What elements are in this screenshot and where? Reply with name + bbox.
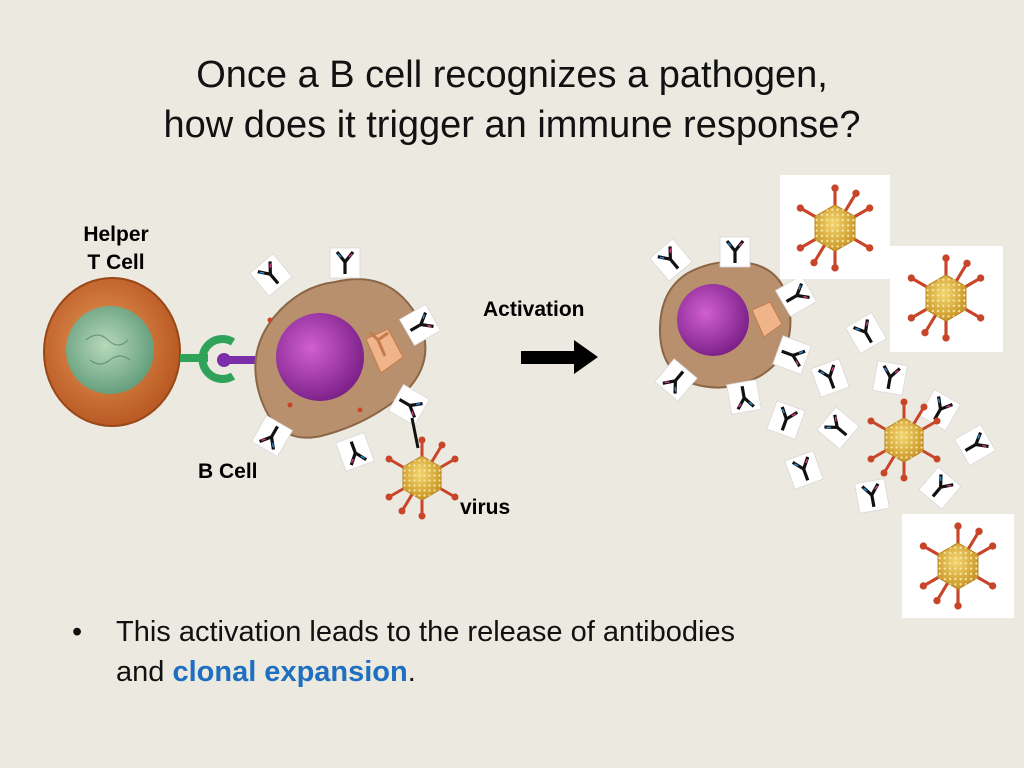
antibody-virus-link (410, 417, 420, 449)
b-cell (254, 278, 427, 439)
page-title: Once a B cell recognizes a pathogen, how… (0, 50, 1024, 150)
activation-arrow (521, 340, 598, 374)
helper-t-cell-label: Helper T Cell (66, 221, 166, 277)
virus-top-2 (890, 246, 1003, 352)
virus-particle (384, 435, 460, 521)
clonal-expansion-highlight: clonal expansion (172, 656, 408, 688)
activated-b-cell (658, 260, 792, 389)
bound-antibody (368, 330, 389, 357)
tcr-receptor (180, 335, 236, 383)
title-line-1: Once a B cell recognizes a pathogen, (196, 54, 828, 96)
antigen-presentation-stub (217, 353, 256, 367)
bullet-line-2: and clonal expansion. (116, 652, 916, 692)
bullet-marker: • (72, 616, 83, 648)
virus-label: virus (460, 496, 511, 519)
bullet-line-2-prefix: and (116, 656, 173, 688)
b-cell-label: B Cell (198, 460, 258, 483)
helper-label-line-1: Helper (83, 223, 149, 246)
helper-t-cell (43, 277, 181, 427)
bullet-line-1: This activation leads to the release of … (116, 616, 736, 648)
bullet-text: This activation leads to the release of … (116, 612, 916, 692)
virus-top-1 (780, 175, 890, 279)
activation-label: Activation (483, 298, 585, 321)
bullet-line-2-suffix: . (407, 656, 416, 688)
title-line-2: how does it trigger an immune response? (163, 104, 861, 146)
helper-label-line-2: T Cell (87, 251, 145, 274)
virus-bottom (902, 514, 1014, 618)
